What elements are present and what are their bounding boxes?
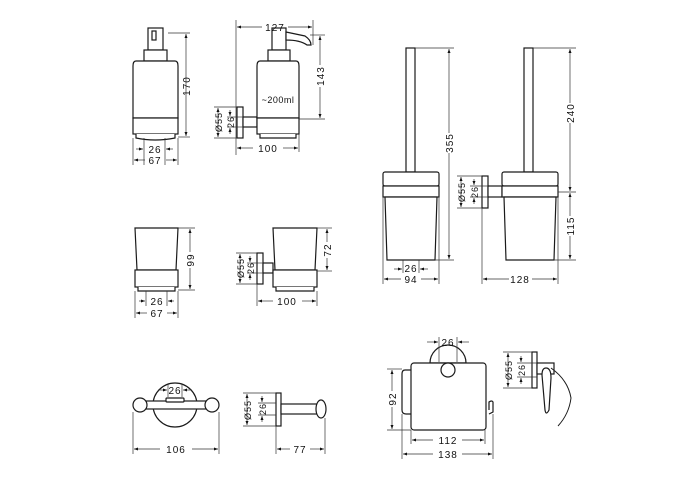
tumbler-side-view: 72 Ø55 26 100 xyxy=(236,227,334,308)
dim-tumbler-plate-diameter: Ø55 xyxy=(236,258,246,278)
dim-soap-height: 170 xyxy=(182,76,193,96)
dim-brush-height-above-mount: 240 xyxy=(566,103,577,123)
dim-soap-plate-diameter: Ø55 xyxy=(214,112,224,132)
dim-soap-mount-width: 26 xyxy=(148,145,161,156)
paper-holder-side-view: Ø55 26 xyxy=(503,351,572,427)
dim-brush-height-below-mount: 115 xyxy=(566,217,577,236)
dim-brush-plate-diameter: Ø55 xyxy=(457,182,467,202)
dim-paper-cover-width: 112 xyxy=(439,436,458,447)
toilet-brush-front-view: 355 26 94 xyxy=(382,47,456,286)
dim-hook-projection: 77 xyxy=(293,445,306,456)
dim-soap-mount-height: 26 xyxy=(226,116,236,128)
double-hook-side-view: Ø55 26 77 xyxy=(243,392,327,456)
dim-hook-mount-width: 26 xyxy=(168,386,181,397)
dim-brush-projection: 128 xyxy=(510,275,530,286)
dim-soap-width: 67 xyxy=(148,156,161,167)
dim-tumbler-projection: 100 xyxy=(277,297,297,308)
dim-paper-height: 92 xyxy=(388,392,399,405)
dim-hook-mount-height: 26 xyxy=(258,403,268,415)
soap-dispenser-side-view: ~200ml 127 143 Ø55 26 100 xyxy=(214,20,327,155)
dim-soap-depth: 127 xyxy=(265,23,285,34)
dim-paper-width: 138 xyxy=(438,450,458,461)
dim-paper-mount-width: 26 xyxy=(441,338,454,349)
dim-tumbler-mount-width: 26 xyxy=(150,297,163,308)
dim-paper-plate-diameter: Ø55 xyxy=(504,360,514,380)
dim-hook-width: 106 xyxy=(166,445,186,456)
double-hook-front-view: 26 106 xyxy=(132,382,220,456)
dim-tumbler-width: 67 xyxy=(150,309,163,320)
dim-brush-width: 94 xyxy=(404,275,417,286)
tumbler-front-view: 99 26 67 xyxy=(134,227,197,320)
toilet-brush-side-view: 240 115 Ø55 26 128 xyxy=(457,47,577,286)
dim-soap-projection: 100 xyxy=(258,144,278,155)
dim-brush-mount-width: 26 xyxy=(404,264,417,275)
dim-tumbler-height: 99 xyxy=(186,253,197,266)
dim-brush-mount-height: 26 xyxy=(470,186,480,198)
dim-paper-mount-height: 26 xyxy=(517,364,527,376)
dim-tumbler-mount-height: 26 xyxy=(246,262,256,274)
soap-capacity-label: ~200ml xyxy=(262,95,295,105)
dim-hook-plate-diameter: Ø55 xyxy=(243,400,253,420)
dim-tumbler-height-above-mount: 72 xyxy=(323,243,334,256)
dim-soap-height-above-mount: 143 xyxy=(316,66,327,86)
soap-dispenser-front-view: 170 26 67 xyxy=(132,27,193,167)
paper-holder-front-view: 26 92 112 138 xyxy=(386,337,494,461)
dim-brush-height: 355 xyxy=(445,133,456,153)
